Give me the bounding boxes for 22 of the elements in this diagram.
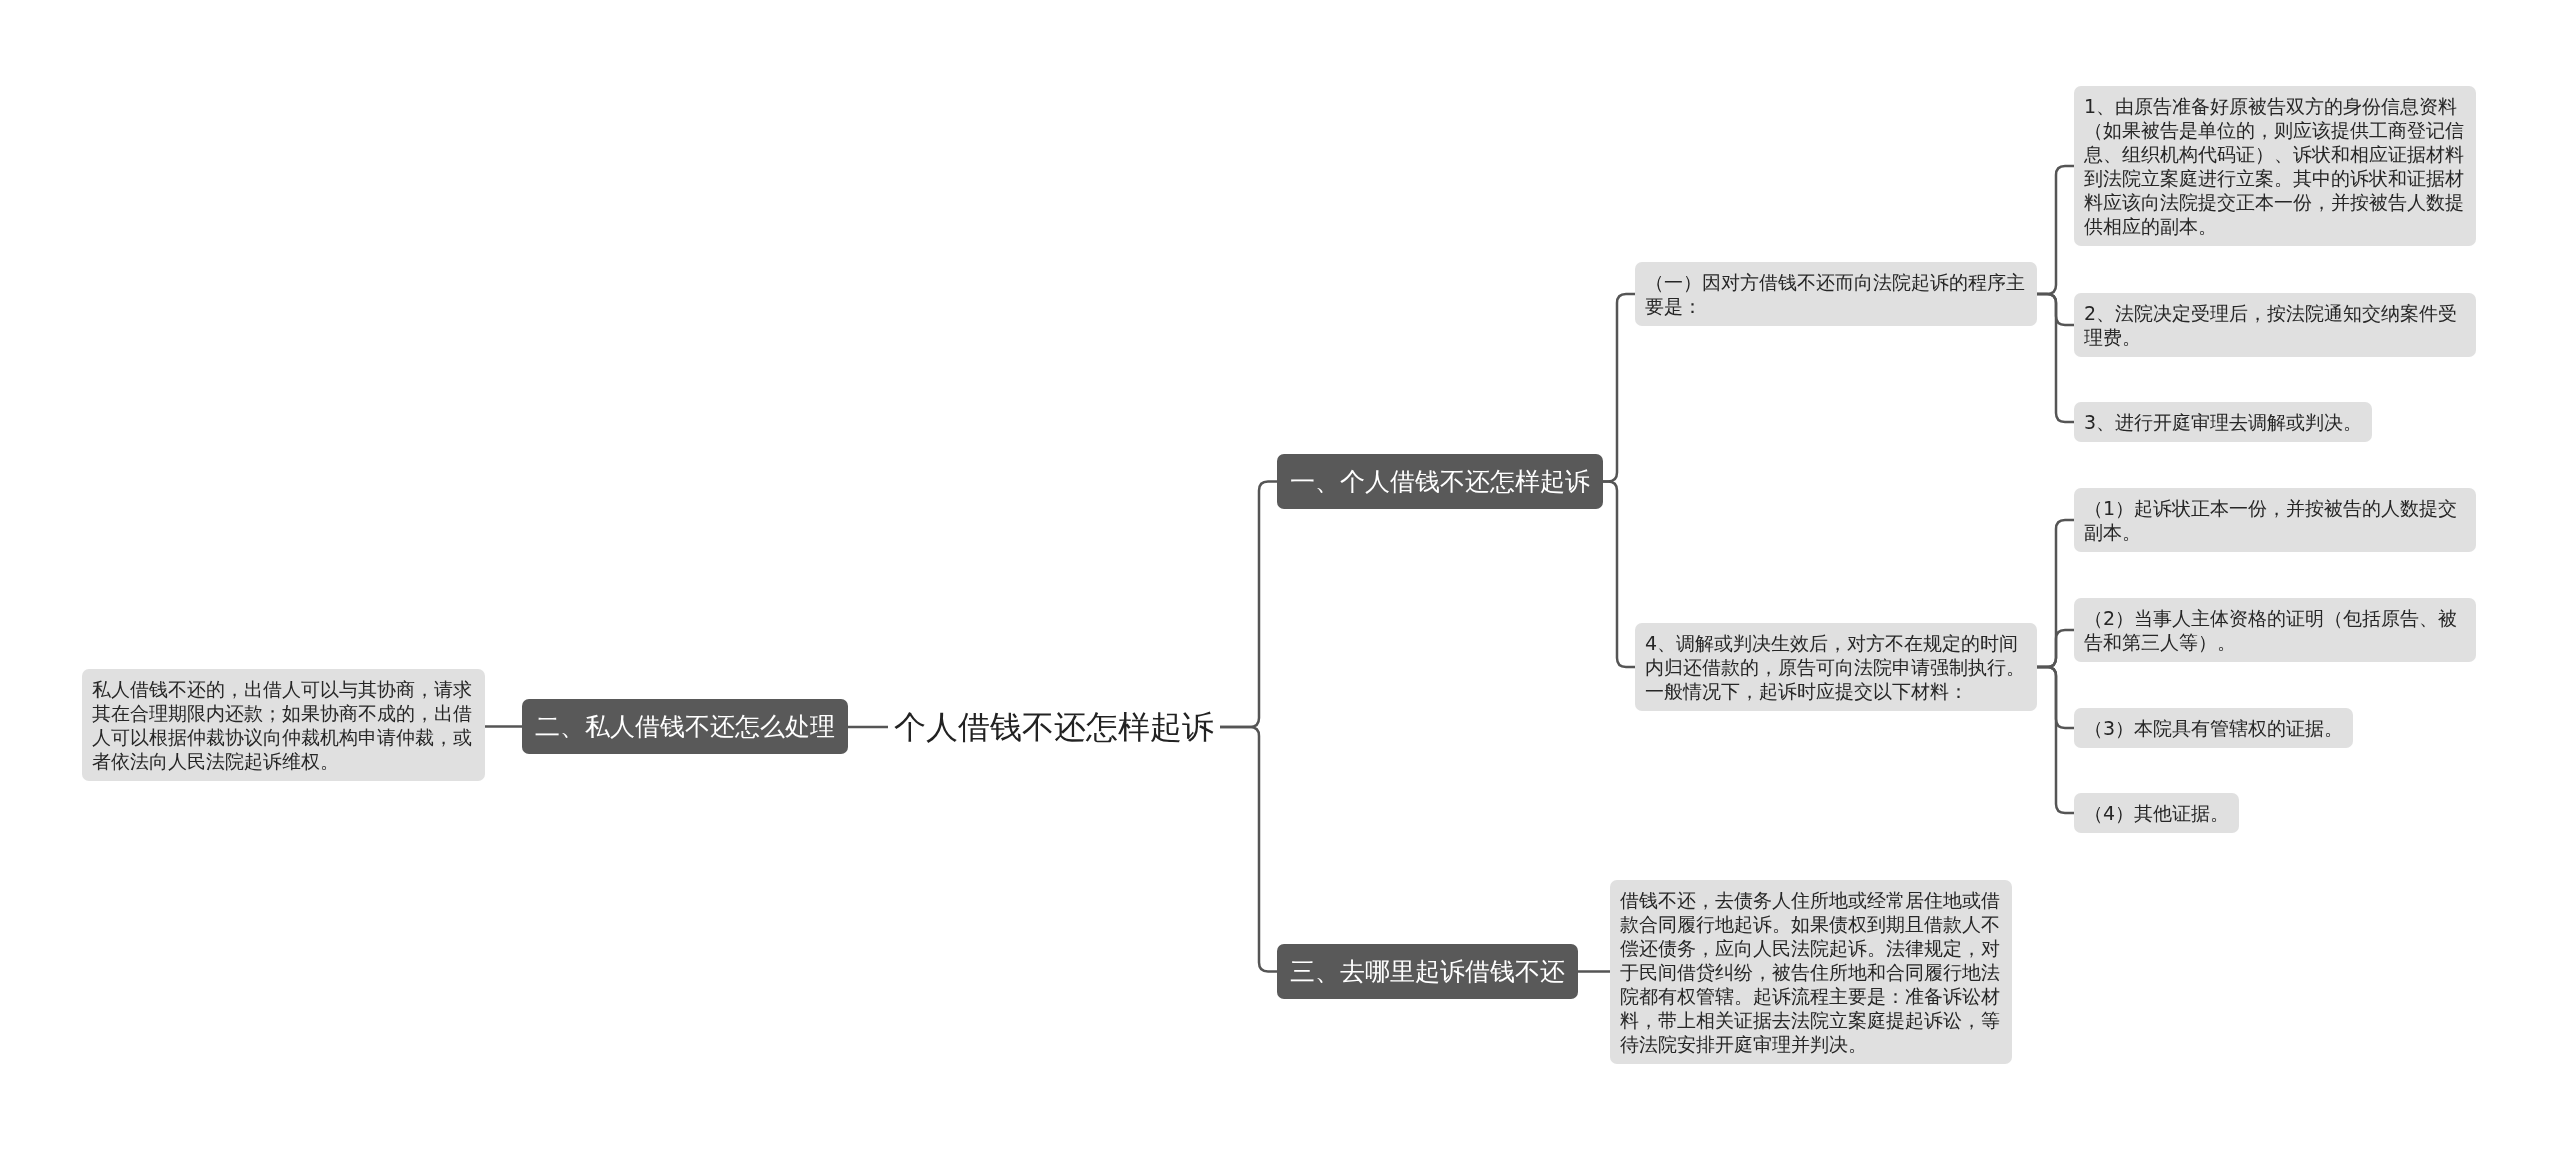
topic-box: 二、私人借钱不还怎么处理 [522,699,848,754]
note-box: 借钱不还，去债务人住所地或经常居住地或借款合同履行地起诉。如果债权到期且借款人不偿还债务，应向人民法院起诉。法律规定，对于民间借贷纠纷，被告住所地和合同履行地法院都有权管辖。起诉流程主要是：准备诉讼材料，带上相关证据去法院立案庭提起诉讼，等待法院安排开庭审理并判决。 [1610,880,2012,1064]
connector-line [1578,970,1610,973]
note-box: （2）当事人主体资格的证明（包括原告、被告和第三人等）。 [2074,598,2476,662]
connector-line [2037,665,2074,815]
connector-line [848,725,888,729]
connector-line [2037,292,2074,424]
note-box: 3、进行开庭审理去调解或判决。 [2074,402,2373,442]
note-box: 2、法院决定受理后，按法院通知交纳案件受理费。 [2074,293,2476,357]
note-box: 私人借钱不还的，出借人可以与其协商，请求其在合理期限内还款；如果协商不成的，出借人可以根据仲裁协议向仲裁机构申请仲裁，或者依法向人民法院起诉维权。 [82,669,485,781]
topic-box: 三、去哪里起诉借钱不还 [1277,944,1578,999]
note-box: 4、调解或判决生效后，对方不在规定的时间内归还借款的，原告可向法院申请强制执行。一般情况下，起诉时应提交以下材料： [1635,623,2037,711]
connector-line [1220,725,1277,973]
note-box: 1、由原告准备好原被告双方的身份信息资料（如果被告是单位的，则应该提供工商登记信息、组织机构代码证）、诉状和相应证据材料到法院立案庭进行立案。其中的诉状和证据材料应该向法院提交正本一份，并按被告人数提供相应的副本。 [2074,86,2476,246]
topic-box: 一、个人借钱不还怎样起诉 [1277,454,1603,509]
note-box: （3）本院具有管辖权的证据。 [2074,708,2354,748]
note-box: （1）起诉状正本一份，并按被告的人数提交副本。 [2074,488,2476,552]
connector-line [1603,480,1635,669]
central-topic: 个人借钱不还怎样起诉 [888,703,1220,751]
note-box: （一）因对方借钱不还而向法院起诉的程序主要是： [1635,262,2037,326]
note-box: （4）其他证据。 [2074,793,2240,833]
connector-line [485,725,522,728]
